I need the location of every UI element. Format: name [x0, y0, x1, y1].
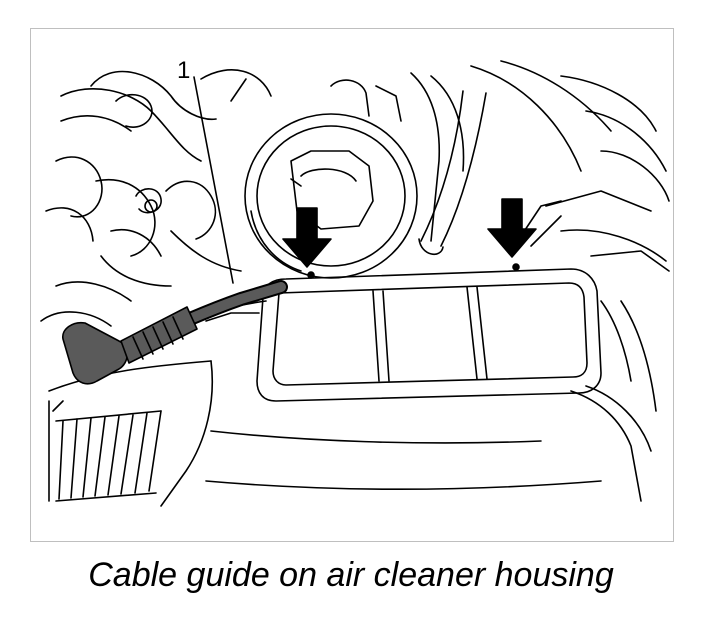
hoses	[418, 90, 562, 256]
air-cleaner-housing	[48, 300, 657, 507]
arrow-icon	[282, 207, 332, 268]
arrow-icon	[487, 198, 537, 258]
engine-background	[40, 60, 670, 327]
filler-cap	[244, 113, 418, 279]
cable-guide	[62, 280, 288, 385]
callout-leader	[193, 76, 234, 284]
figure-caption: Cable guide on air cleaner housing	[88, 556, 614, 594]
cover-plate	[256, 263, 602, 402]
technical-illustration	[30, 28, 674, 542]
